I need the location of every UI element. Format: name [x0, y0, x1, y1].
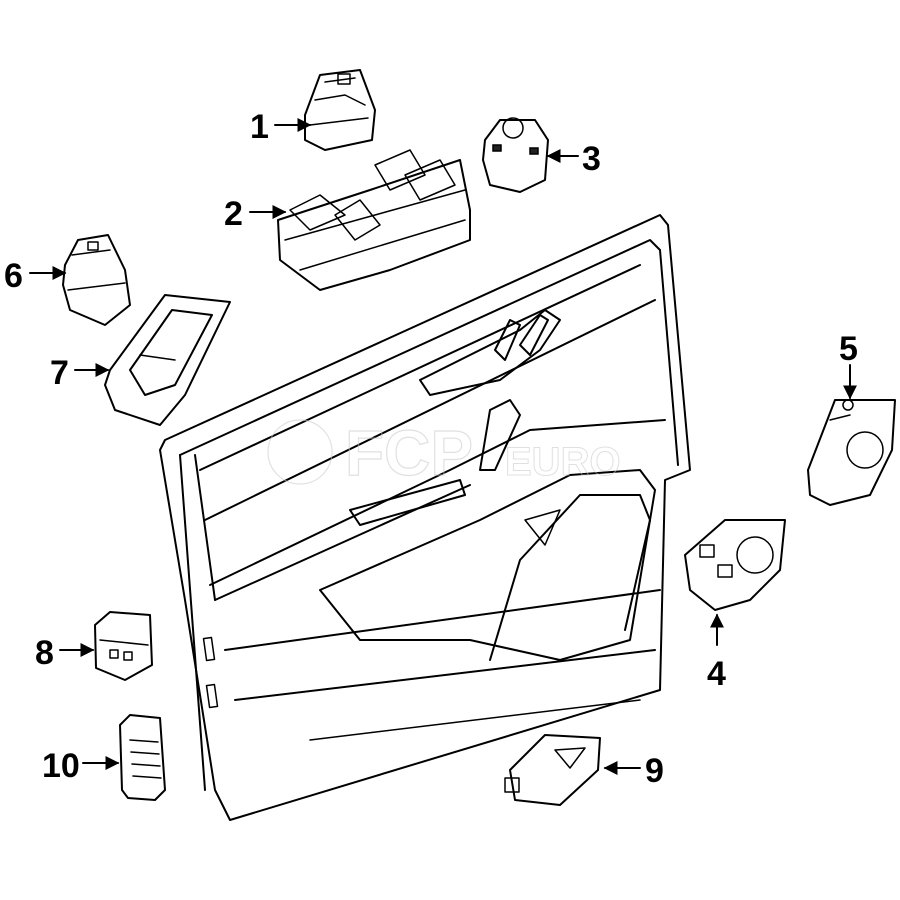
callout-1: 1	[250, 108, 269, 146]
callout-8: 8	[35, 634, 54, 672]
part-4-seat-switch	[684, 519, 786, 611]
callout-5: 5	[839, 330, 858, 368]
callout-7: 7	[50, 354, 69, 392]
callout-3: 3	[582, 140, 601, 178]
part-7-bezel	[104, 294, 231, 426]
part-6-window-switch	[62, 234, 131, 326]
part-9-lamp	[504, 734, 601, 806]
part-1-window-switch	[304, 69, 376, 151]
callout-2: 2	[224, 195, 243, 233]
watermark-brand: FCP	[345, 417, 473, 489]
part-3-mirror-switch	[482, 117, 549, 193]
callout-4: 4	[707, 655, 726, 693]
callout-9: 9	[645, 752, 664, 790]
callout-arrows	[29, 118, 857, 775]
part-8-switch	[94, 611, 153, 681]
part-5-memory-switch	[807, 399, 896, 506]
watermark: FCP EURO	[267, 416, 621, 490]
door-trim-panel	[159, 214, 691, 821]
callout-10: 10	[42, 747, 80, 785]
callout-6: 6	[4, 257, 23, 295]
part-10-grille	[119, 714, 166, 801]
callout-labels: 1 2 3 4 5 6 7 8 9 10	[4, 108, 858, 790]
part-2-master-switch	[277, 149, 471, 291]
watermark-suffix: EURO	[505, 440, 621, 484]
